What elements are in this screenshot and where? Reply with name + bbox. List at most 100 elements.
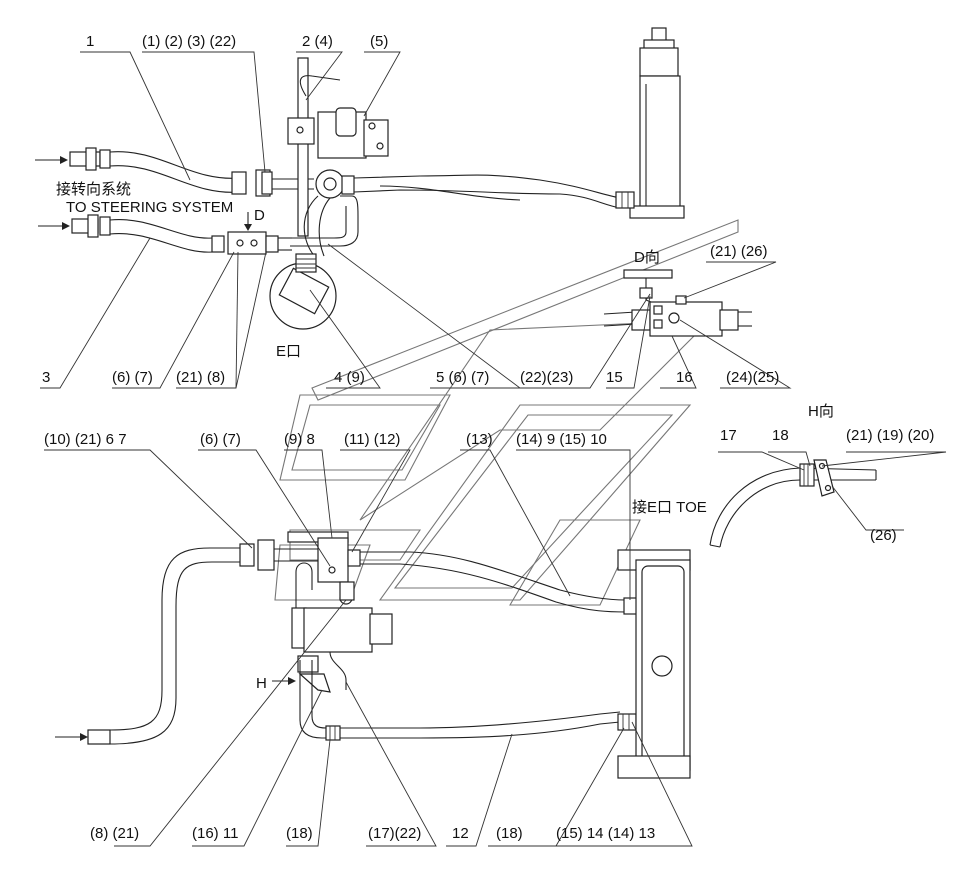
callout-18: 18: [772, 427, 789, 444]
callout-5-6-7: 5 (6) (7): [436, 369, 489, 386]
oil-cooler: [617, 549, 691, 779]
view-h-detail: [709, 459, 877, 548]
pipe-bend: [299, 75, 341, 97]
callout-15-14-14-13: (15) 14 (14) 13: [556, 825, 655, 842]
manifold-port: [341, 175, 355, 195]
view-d-marker: D: [254, 207, 265, 224]
callout-15: 15: [606, 369, 623, 386]
port-e-label: E口: [276, 343, 301, 360]
callout-17-22: (17)(22): [368, 825, 421, 842]
callout-21-19-20: (21) (19) (20): [846, 427, 934, 444]
flange: [257, 539, 275, 571]
callout-1-2-3-22: (1) (2) (3) (22): [142, 33, 236, 50]
suction-pipe: [353, 174, 621, 199]
return-pipe-lower: [299, 660, 621, 739]
suction-pipe: [353, 189, 621, 209]
callout-13: (13): [466, 431, 493, 448]
mounting-block: [287, 117, 315, 145]
callout-1: 1: [86, 33, 94, 50]
view-d-arrow: [244, 212, 252, 231]
inlet-hose: [109, 561, 240, 745]
elbow-fitting: [339, 581, 355, 601]
pump-shaft-cover: [369, 613, 393, 645]
inlet-hose: [109, 547, 240, 731]
callout-21-8: (21) (8): [176, 369, 225, 386]
callout-24-25: (24)(25): [726, 369, 779, 386]
callout-3: 3: [42, 369, 50, 386]
callout-21-26: (21) (26): [710, 243, 768, 260]
hose-fitting: [85, 147, 97, 171]
callout-8-21: (8) (21): [90, 825, 139, 842]
callout-6-7-a: (6) (7): [112, 369, 153, 386]
hose-1: [109, 165, 241, 193]
hose-1: [109, 151, 241, 179]
hose-fitting: [87, 729, 111, 745]
pump-boss: [335, 107, 357, 137]
pump-housing-lower: [303, 607, 373, 653]
valve-cap: [265, 235, 279, 253]
callout-6-7-b: (6) (7): [200, 431, 241, 448]
inlet-arrow-lower: [38, 222, 70, 230]
cooler-feed-pipe: [360, 563, 627, 613]
port-e-hose-clamp: [295, 253, 317, 273]
pump-outlet: [329, 651, 347, 690]
callout-16: 16: [676, 369, 693, 386]
callout-26: (26): [870, 527, 897, 544]
callout-9-8: (9) 8: [284, 431, 315, 448]
clamp: [231, 171, 247, 195]
note-steering-en: TO STEERING SYSTEM: [66, 199, 233, 216]
callout-labels: 1 (1) (2) (3) (22) 2 (4) (5) 接转向系统 TO ST…: [42, 33, 934, 842]
note-to-e-port: 接E口 TOE: [632, 499, 707, 516]
bracket-block: [317, 537, 349, 583]
return-pipe: [290, 195, 359, 247]
callout-17: 17: [720, 427, 737, 444]
callout-4-9: 4 (9): [334, 369, 365, 386]
return-pipe: [290, 206, 347, 239]
hydraulic-tank: [615, 27, 685, 219]
valve-block: [227, 231, 267, 255]
clamp: [211, 235, 225, 253]
pump-cover: [363, 119, 389, 157]
flange: [261, 171, 273, 195]
cooler-feed-pipe: [360, 551, 627, 601]
inlet-arrow-upper: [35, 156, 68, 164]
callout-18-b: (18): [286, 825, 313, 842]
hose-fitting: [87, 214, 99, 238]
hose-fitting: [99, 149, 111, 169]
suction-pipe: [379, 185, 521, 201]
fitting: [347, 549, 361, 567]
lower-piping-assembly: [55, 531, 691, 779]
callout-11-12: (11) (12): [344, 431, 400, 448]
upper-piping-assembly: [35, 27, 685, 330]
leader-lines: [40, 51, 947, 847]
return-pipe: [318, 197, 331, 257]
note-steering-cn: 接转向系统: [56, 181, 131, 198]
hose-3: [109, 233, 213, 253]
callout-12: 12: [452, 825, 469, 842]
view-h-title: H向: [808, 403, 834, 420]
callout-14-9-15-10: (14) 9 (15) 10: [516, 431, 607, 448]
view-d-title: D向: [634, 249, 660, 266]
return-pipe-lower: [311, 660, 621, 729]
return-pipe: [303, 195, 319, 259]
watermark-logo: [274, 219, 739, 606]
hose-clamp: [617, 713, 637, 731]
inlet-arrow-bottom: [55, 733, 88, 741]
callout-22-23: (22)(23): [520, 369, 573, 386]
port-e-elbow: [278, 267, 330, 315]
clamp: [239, 543, 255, 567]
h-bracket: [298, 673, 331, 693]
hose-clamp: [297, 655, 319, 673]
pipe-loop: [295, 562, 313, 610]
hose-fitting: [99, 216, 111, 236]
callout-10-21-6-7: (10) (21) 6 7: [44, 431, 127, 448]
callout-18-c: (18): [496, 825, 523, 842]
callout-2-4: 2 (4): [302, 33, 333, 50]
view-h-marker: H: [256, 675, 267, 692]
hose-clamp: [325, 725, 341, 741]
callout-16-11: (16) 11: [192, 825, 238, 842]
hose-3: [109, 219, 213, 239]
callout-5: (5): [370, 33, 388, 50]
mounting-plate: [297, 57, 309, 237]
